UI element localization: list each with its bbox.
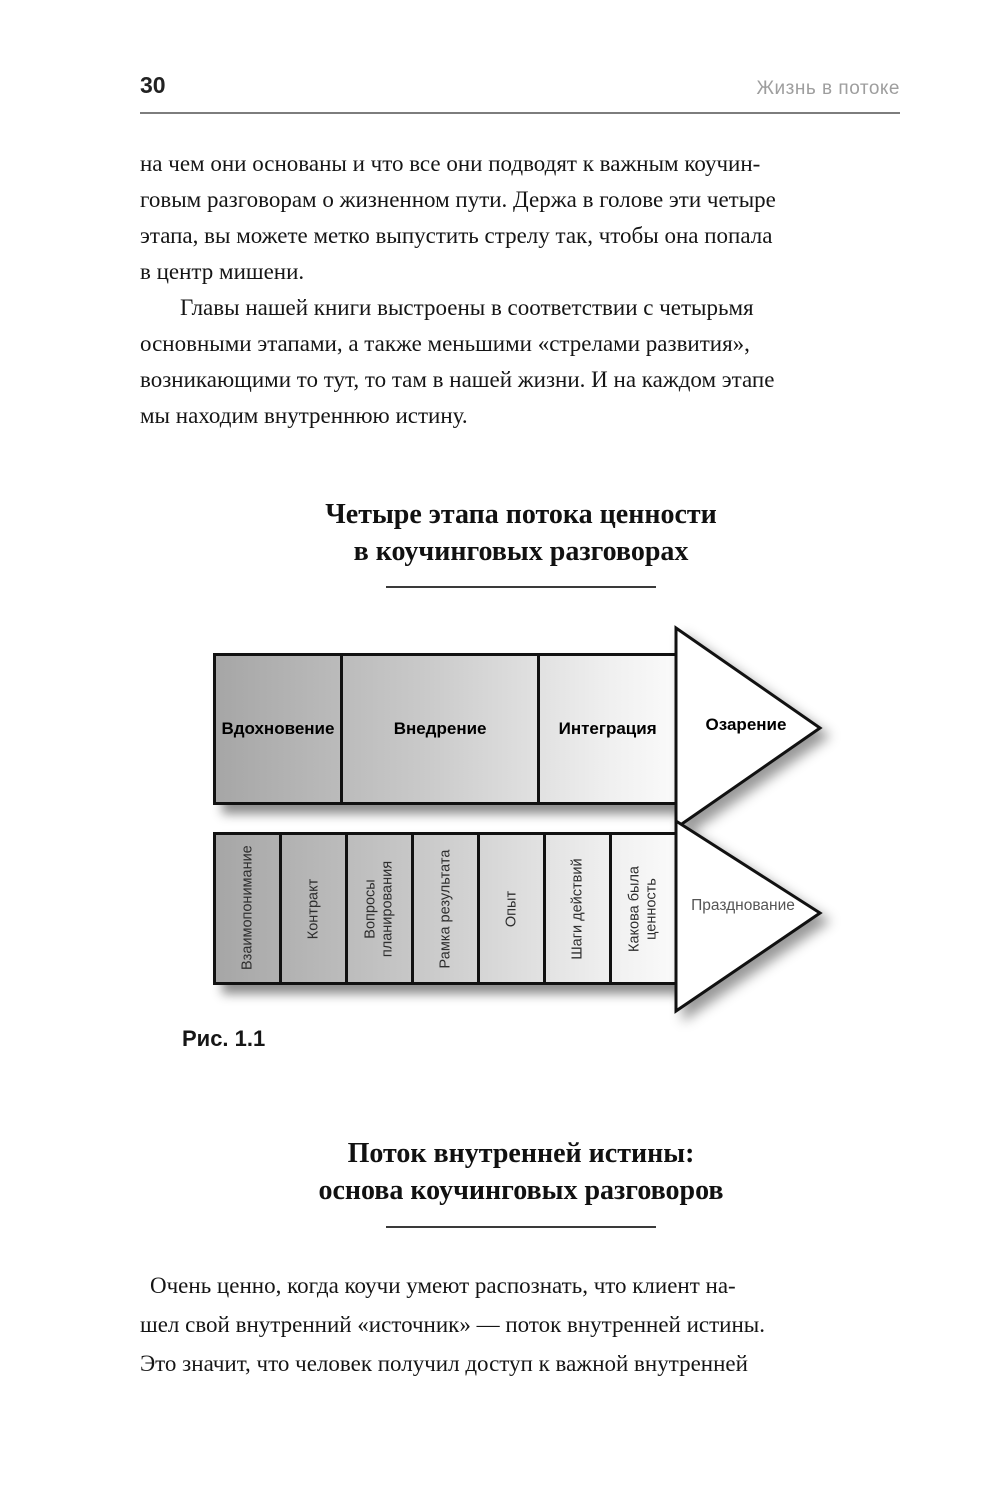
bottom-arrow-bar: Взаимопонимание Контракт Вопросы планиро…	[213, 832, 678, 985]
bottom-arrowhead	[674, 818, 823, 1014]
arrowhead-label-prazdnovanie: Празднование	[691, 897, 795, 914]
paragraph-2: Главы нашей книги выстроены в соответств…	[140, 295, 775, 428]
section-heading-rule	[386, 1226, 656, 1228]
page-number: 30	[140, 72, 166, 98]
step-kakova-byla-tsennost: Какова была ценность	[609, 835, 675, 982]
top-arrowhead	[674, 625, 823, 831]
running-title: Жизнь в потоке	[756, 78, 900, 99]
stage-label: Вдохновение	[221, 719, 335, 738]
step-label: Опыт	[502, 890, 519, 927]
header-rule	[140, 112, 900, 114]
step-label: Какова была ценность	[626, 865, 660, 952]
figure-heading: Четыре этапа потока ценности в коучингов…	[325, 499, 717, 567]
step-label: Шаги действий	[568, 857, 585, 960]
step-vzaimoponimanie: Взаимопонимание	[216, 835, 279, 982]
step-shagi-deystviy: Шаги действий	[543, 835, 609, 982]
stage-label: Интеграция	[558, 719, 657, 738]
stage-vdokhnovenie: Вдохновение	[216, 656, 340, 802]
section-heading: Поток внутренней истины: основа коучинго…	[318, 1138, 724, 1206]
paragraph-3: Очень ценно, когда коучи умеют распознат…	[140, 1273, 765, 1376]
top-arrow-bar: Вдохновение Внедрение Интеграция	[213, 653, 678, 805]
process-arrows-diagram: Вдохновение Внедрение Интеграция Взаимоп…	[213, 625, 833, 1015]
step-label: Вопросы планирования	[362, 860, 396, 957]
paragraph-1: на чем они основаны и что все они подвод…	[140, 151, 776, 284]
step-label: Контракт	[304, 878, 321, 939]
arrowhead-label-ozarenie: Озарение	[705, 715, 787, 734]
step-ramka-rezultata: Рамка результата	[411, 835, 477, 982]
stage-vnedrenie: Внедрение	[339, 656, 537, 802]
stage-integratsiya: Интеграция	[537, 656, 675, 802]
step-opyt: Опыт	[477, 835, 543, 982]
step-voprosy-planirovaniya: Вопросы планирования	[345, 835, 411, 982]
figure-caption: Рис. 1.1	[182, 1026, 266, 1051]
step-label: Рамка результата	[436, 849, 453, 968]
figure-heading-rule	[386, 586, 656, 588]
step-label: Взаимопонимание	[238, 844, 255, 970]
step-kontrakt: Контракт	[279, 835, 345, 982]
stage-label: Внедрение	[393, 719, 487, 738]
